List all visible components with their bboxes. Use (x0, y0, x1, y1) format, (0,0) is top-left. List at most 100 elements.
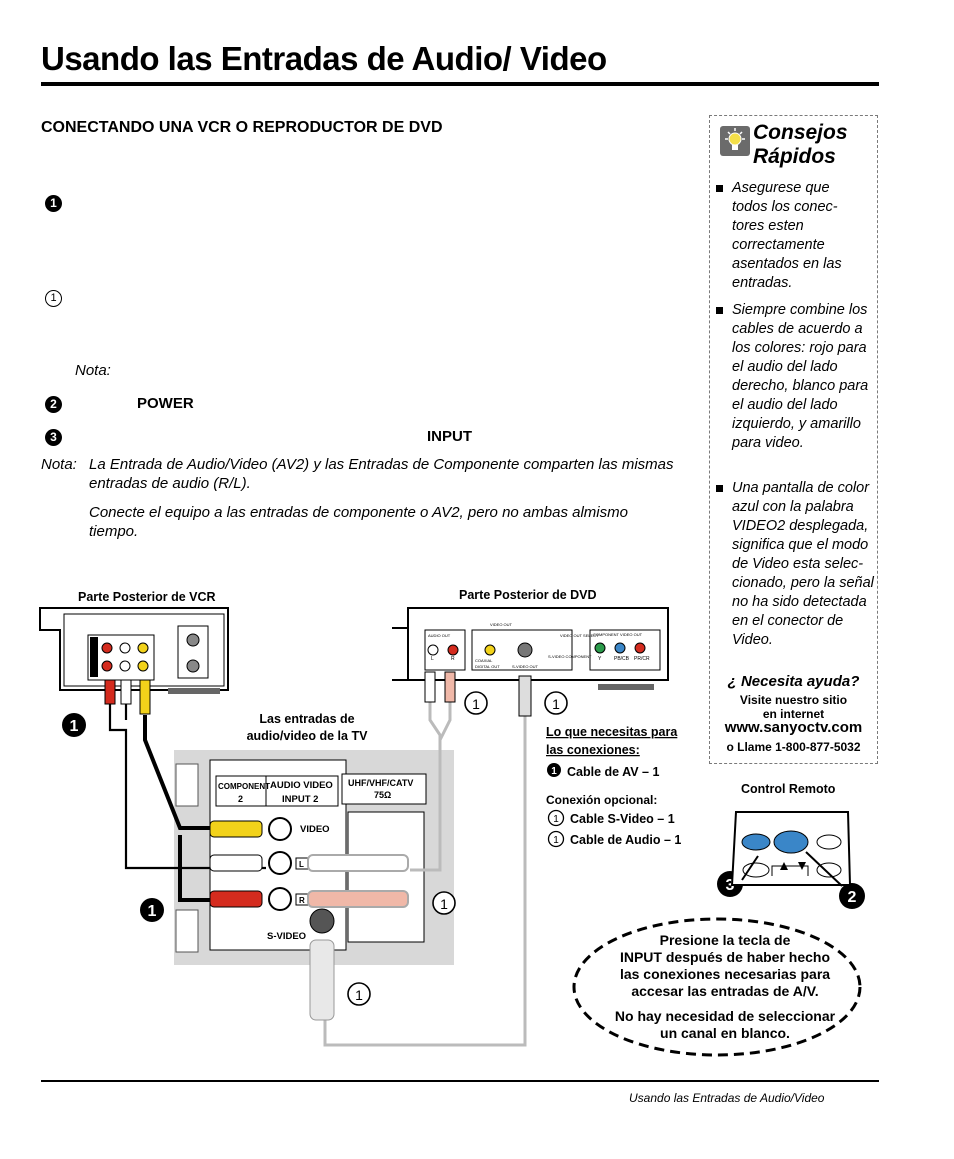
note-paragraph-2: Conecte el equipo a las entradas de comp… (89, 504, 628, 540)
bubble-line-2: INPUT después de haber hecho (619, 949, 831, 965)
diagram-badge-opt-svideo: 1 (355, 987, 363, 1003)
tv-uhf-label: UHF/VHF/CATV (348, 778, 413, 788)
tv-r-label: R (299, 896, 305, 905)
vcr-back-panel (39, 607, 229, 694)
dvd-pr-label: PR/CR (634, 656, 650, 662)
quick-tips-title-line2: Rápidos (753, 145, 836, 168)
optional-number: 1 (45, 290, 62, 307)
note-paragraph-1: La Entrada de Audio/Video (AV2) y las En… (89, 456, 674, 492)
tv-svideo-label: S-VIDEO (267, 931, 306, 942)
tv-component-number: 2 (238, 794, 243, 804)
step3-number: 3 (45, 429, 62, 446)
diagram-badge-2: 2 (848, 889, 857, 906)
remote-button[interactable] (816, 862, 842, 878)
footer-rule (41, 1080, 879, 1082)
help-phone: o Llame 1-800-877-5032 (726, 740, 861, 754)
instruction-bubble (572, 917, 862, 1057)
needs-optional-heading: Conexión opcional: (546, 793, 657, 807)
power-key-label: POWER (137, 395, 194, 412)
remote-button[interactable] (742, 862, 770, 878)
tv-ohm-label: 75Ω (374, 790, 391, 800)
diagram-badge-1-tv: 1 (148, 903, 157, 920)
step2-marker: 2 (45, 395, 62, 413)
nota-inline: Nota: (75, 362, 111, 379)
step1-marker: 1 (45, 194, 62, 212)
tv-audio-video-label: AUDIO VIDEO (270, 780, 333, 791)
step2-number: 2 (45, 396, 62, 413)
tip-text: Asegurese que todos los conec-tores este… (732, 180, 842, 291)
bullet-square-icon (716, 307, 723, 314)
help-line-2: en internet (762, 707, 825, 721)
tv-rca-plugs (209, 820, 409, 1021)
needs-list: Lo que necesitas para las conexiones: 1 … (546, 725, 681, 848)
dvd-component-video-out-label: COMPONENT VIDEO OUT (593, 632, 643, 637)
diagram-badge-opt-audio: 1 (440, 896, 448, 912)
tv-component-label: COMPONENT (218, 782, 270, 791)
input-key-label: INPUT (427, 428, 472, 445)
tv-inputs-label-line1: Las entradas de (259, 712, 355, 726)
note-block: Nota: La Entrada de Audio/Video (AV2) y … (41, 455, 681, 551)
help-question: ¿ Necesita ayuda? (727, 673, 860, 690)
title-rule (41, 82, 879, 86)
dvd-svideo-out-label: S-VIDEO OUT (512, 664, 539, 669)
bullet-square-icon (716, 185, 723, 192)
diagram-step-badges: 1 1 1 1 1 1 3 2 (62, 691, 865, 1006)
diagram-badge-3: 3 (726, 877, 735, 894)
tv-l-label: L (299, 860, 304, 869)
dvd-pb-label: PB/CB (614, 656, 630, 662)
dvd-digital-out-label: DIGITAL OUT (475, 664, 500, 669)
help-website-link[interactable]: www.sanyoctv.com (724, 719, 863, 736)
bullet-square-icon (716, 485, 723, 492)
needs-av-cable: Cable de AV – 1 (567, 765, 659, 779)
dvd-y-label: Y (598, 656, 602, 662)
optional-marker: 1 (45, 288, 62, 307)
dvd-svideo-component-label: S-VIDEO COMPONENT (548, 654, 592, 659)
needs-audio-cable: Cable de Audio – 1 (570, 833, 681, 847)
bubble-text-top: Presione la tecla de INPUT después de ha… (590, 932, 860, 1000)
dvd-label: Parte Posterior de DVD (459, 588, 597, 602)
dvd-rca-plugs (424, 671, 532, 717)
up-arrow-icon (780, 862, 788, 870)
quick-tips-title: Consejos Rápidos (753, 121, 848, 169)
footer-text: Usando las Entradas de Audio/Video (629, 1091, 825, 1105)
tv-inputs-label: Las entradas de audio/video de la TV (232, 711, 382, 745)
input-button[interactable] (741, 833, 771, 851)
dvd-r-label: R (451, 656, 455, 662)
needs-audio-badge: 1 (553, 835, 559, 846)
dvd-audio-out-label: AUDIO OUT (428, 633, 451, 638)
page-title: Usando las Entradas de Audio/ Video (41, 40, 607, 77)
dvd-video-out-label: VIDEO OUT (490, 622, 513, 627)
needs-svideo-badge: 1 (553, 814, 559, 825)
bubble-text-bottom: No hay necesidad de seleccionar un canal… (590, 1008, 860, 1042)
diagram-badge-1-vcr: 1 (70, 718, 79, 735)
remote-button[interactable] (816, 834, 842, 850)
lightbulb-icon (720, 126, 750, 156)
bubble-line-6: un canal en blanco. (660, 1025, 790, 1041)
dvd-back-panel: AUDIO OUT VIDEO OUT COAXIAL DIGITAL OUT … (392, 607, 669, 690)
dvd-video-out-select-label: VIDEO OUT SELECT (560, 633, 599, 638)
power-button[interactable] (773, 830, 809, 854)
needs-heading-1: Lo que necesitas para (546, 725, 678, 739)
needs-svideo-cable: Cable S-Video – 1 (570, 812, 675, 826)
step3-marker: 3 (45, 428, 62, 446)
needs-av-badge: 1 (551, 766, 557, 777)
diagram-badge-opt-dvd-svideo: 1 (552, 696, 560, 712)
down-arrow-icon (798, 862, 806, 870)
note-label: Nota: (41, 456, 77, 473)
dvd-coaxial-label: COAXIAL (475, 658, 493, 663)
tip-text: Siempre combine los cables de acuerdo a … (732, 302, 869, 451)
step1-number: 1 (45, 195, 62, 212)
diagram-badge-opt-dvd: 1 (472, 696, 480, 712)
dvd-l-label: L (431, 656, 434, 662)
bubble-line-4: accesar las entradas de A/V. (631, 983, 819, 999)
bubble-line-5: No hay necesidad de seleccionar (614, 1008, 836, 1024)
quick-tips-title-line1: Consejos (753, 121, 848, 144)
needs-heading-2: las conexiones: (546, 743, 640, 757)
bubble-line-1: Presione la tecla de (659, 932, 791, 948)
remote-control (730, 811, 852, 887)
vcr-label: Parte Posterior de VCR (78, 590, 216, 604)
tv-input2-label: INPUT 2 (282, 794, 318, 805)
quick-tips-box: Consejos Rápidos Asegurese que todos los… (709, 115, 878, 764)
help-line-1: Visite nuestro sitio (739, 693, 848, 707)
